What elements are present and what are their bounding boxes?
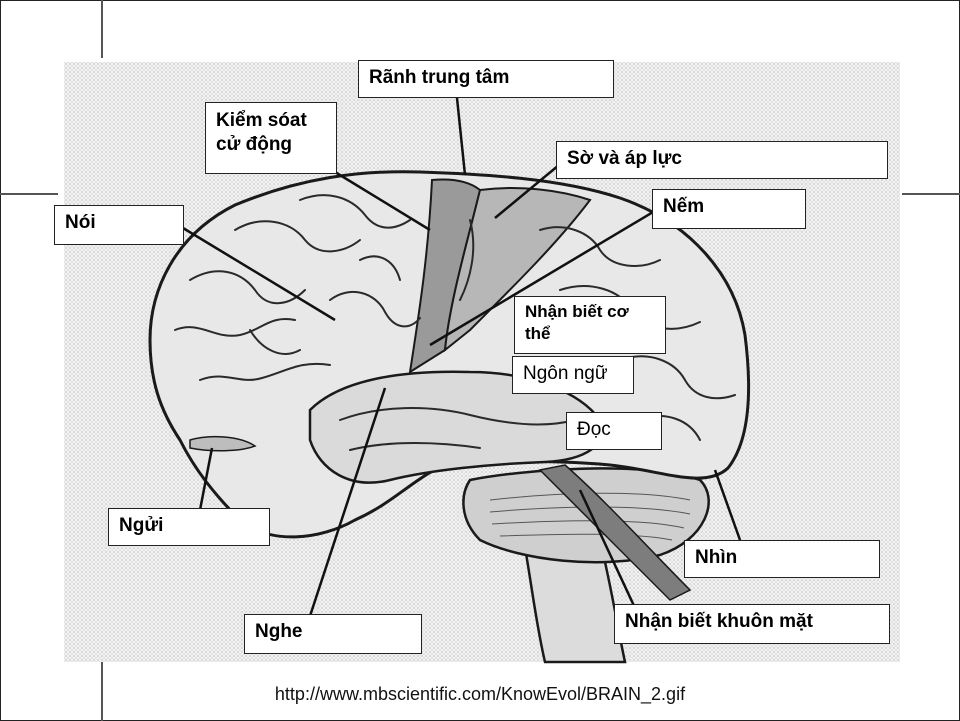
label-central-sulcus: Rãnh trung tâm (358, 60, 614, 98)
label-body-awareness: Nhận biết cơ thể (514, 296, 666, 354)
label-vision: Nhìn (684, 540, 880, 578)
label-reading: Đọc (566, 412, 662, 450)
label-taste: Nếm (652, 189, 806, 229)
source-url: http://www.mbscientific.com/KnowEvol/BRA… (0, 684, 960, 705)
label-touch-pressure: Sờ và áp lực (556, 141, 888, 179)
label-language: Ngôn ngữ (512, 356, 634, 394)
label-smell: Ngửi (108, 508, 270, 546)
label-hearing: Nghe (244, 614, 422, 654)
label-motor-control: Kiểm sóat cử động (205, 102, 337, 174)
label-face-recognition: Nhận biết khuôn mặt (614, 604, 890, 644)
label-speech: Nói (54, 205, 184, 245)
